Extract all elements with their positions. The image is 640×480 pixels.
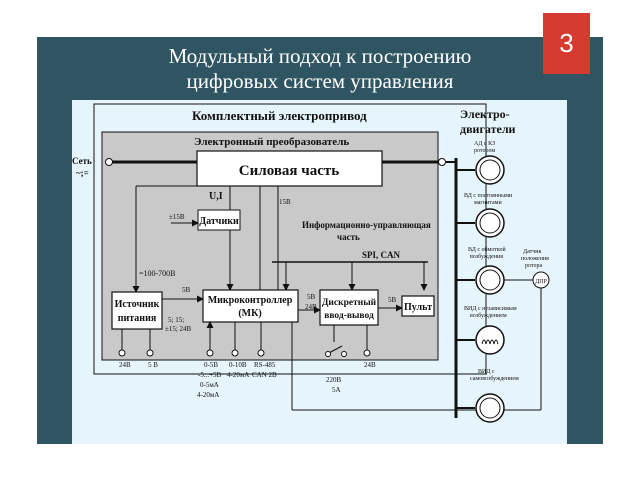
out-24v-label: 24В xyxy=(119,361,131,369)
relay-terminal-left xyxy=(325,351,331,357)
microcontroller-label-line1: Микроконтроллер xyxy=(208,295,293,306)
complete-drive-frame xyxy=(93,103,487,375)
discrete-io-label-line2: ввод-вывод xyxy=(324,311,374,321)
network-terminal xyxy=(105,158,113,166)
analog-in-terminal xyxy=(206,349,214,357)
source-outputs-line1: 5; 15; xyxy=(168,316,184,324)
motor-3-rotor xyxy=(479,269,501,291)
block-diagram-svg: Комплектный электропривод Электронный пр… xyxy=(72,103,550,423)
motor-2-label-line2: магнитами xyxy=(474,200,502,206)
power-section-label: Силовая часть xyxy=(239,163,339,179)
rotor-sensor-label-line3: ротора xyxy=(525,263,542,269)
power-source-label-line1: Источник xyxy=(115,299,160,310)
bus-label: SPI, CAN xyxy=(362,250,401,260)
out-24v-terminal xyxy=(118,349,126,357)
motor-5-rotor xyxy=(479,397,501,419)
rotor-sensor-label-line2: положения xyxy=(521,256,549,262)
comm-label-line1: RS-485 xyxy=(254,361,276,369)
power-section-block xyxy=(196,150,383,187)
slide-title: Модульный подход к построению цифровых с… xyxy=(37,44,603,94)
motor-4-label-line1: ВИД с независимым xyxy=(464,306,517,312)
motor-1-rotor xyxy=(479,159,501,181)
microcontroller-label-line2: (МК) xyxy=(238,308,261,319)
analog-in-line4: 4-20мА xyxy=(197,391,219,399)
analog-in-line1: 0-5В xyxy=(204,361,218,369)
power-source-block xyxy=(111,291,163,330)
power-out-terminal xyxy=(438,158,446,166)
motor-5-label-line2: самовозбуждением xyxy=(470,375,519,382)
source-5v-label: 5В xyxy=(182,286,191,294)
dc-range-label: =100-700В xyxy=(139,269,176,278)
dio-24v-terminal xyxy=(363,349,371,357)
motor-2-label-line1: ВД с постоянными xyxy=(464,193,513,199)
motor-3-label-line2: возбуждения xyxy=(470,253,503,260)
ui-label: U,I xyxy=(209,191,223,202)
panel-5v-label: 5В xyxy=(388,296,397,304)
discrete-io-label-line1: Дискретный xyxy=(322,297,377,308)
rotor-sensor-label-line1: Датчик xyxy=(523,249,541,255)
analog-in-line2: -5...+5В xyxy=(198,371,222,379)
analog-in-line3: 0-5мА xyxy=(200,381,219,389)
motor-5-label-line1: ВИД с xyxy=(478,369,495,375)
power-source-label-line2: питания xyxy=(118,313,157,324)
analog-out-terminal xyxy=(231,349,239,357)
relay-voltage-label: 220В xyxy=(326,376,342,384)
dio-24v-label: 24В xyxy=(364,361,376,369)
motor-4-label-line2: возбуждением xyxy=(470,312,507,319)
motor-3-label-line1: ВД с обмоткой xyxy=(468,246,506,253)
sensors-label: Датчики xyxy=(199,216,239,227)
info-part-label-line2: часть xyxy=(337,232,360,242)
relay-current-label: 5А xyxy=(332,386,341,394)
motors-title-line2: двигатели xyxy=(460,122,516,136)
rotor-sensor-circle xyxy=(532,271,550,289)
out-5v-label: 5 В xyxy=(148,361,158,369)
mcu-dio-24v-label: 24В xyxy=(305,303,317,311)
motor-1-label-line2: ротором xyxy=(474,148,495,154)
network-type-label: ~;= xyxy=(76,168,89,178)
comm-label-line2: CAN 2В xyxy=(252,371,277,379)
mcu-dio-5v-label: 5В xyxy=(307,293,316,301)
relay-terminal-right xyxy=(341,351,347,357)
control-panel-label: Пульт xyxy=(404,302,432,313)
motor-1-label-line1: АД с КЗ xyxy=(474,141,495,147)
source-outputs-line2: ±15; 24В xyxy=(165,325,192,333)
sensors-15v-label: ±15В xyxy=(169,213,185,221)
motor-2-rotor xyxy=(479,212,501,234)
analog-out-line1: 0-10В xyxy=(229,361,247,369)
info-part-label-line1: Информационно-управляющая xyxy=(302,220,431,230)
motors-title-line1: Электро- xyxy=(460,107,510,121)
motor-4-winding xyxy=(481,339,499,345)
out-5v-terminal xyxy=(146,349,154,357)
page-number-badge: 3 xyxy=(543,13,590,74)
rotor-sensor-dpr: ДПР xyxy=(535,279,547,285)
power-15v-label: 15В xyxy=(279,198,291,206)
network-label: Сеть xyxy=(72,156,92,166)
slide-title-line2: цифровых систем управления xyxy=(186,69,454,93)
microcontroller-block xyxy=(202,289,299,323)
motor-4-circle xyxy=(475,325,505,355)
block-diagram: Комплектный электропривод Электронный пр… xyxy=(72,100,567,444)
comm-terminal xyxy=(257,349,265,357)
converter-title: Электронный преобразователь xyxy=(194,136,349,148)
slide-title-line1: Модульный подход к построению xyxy=(168,44,472,68)
analog-out-line2: 4-20мА xyxy=(227,371,249,379)
complete-drive-title: Комплектный электропривод xyxy=(192,108,367,123)
control-panel-block xyxy=(401,295,435,317)
